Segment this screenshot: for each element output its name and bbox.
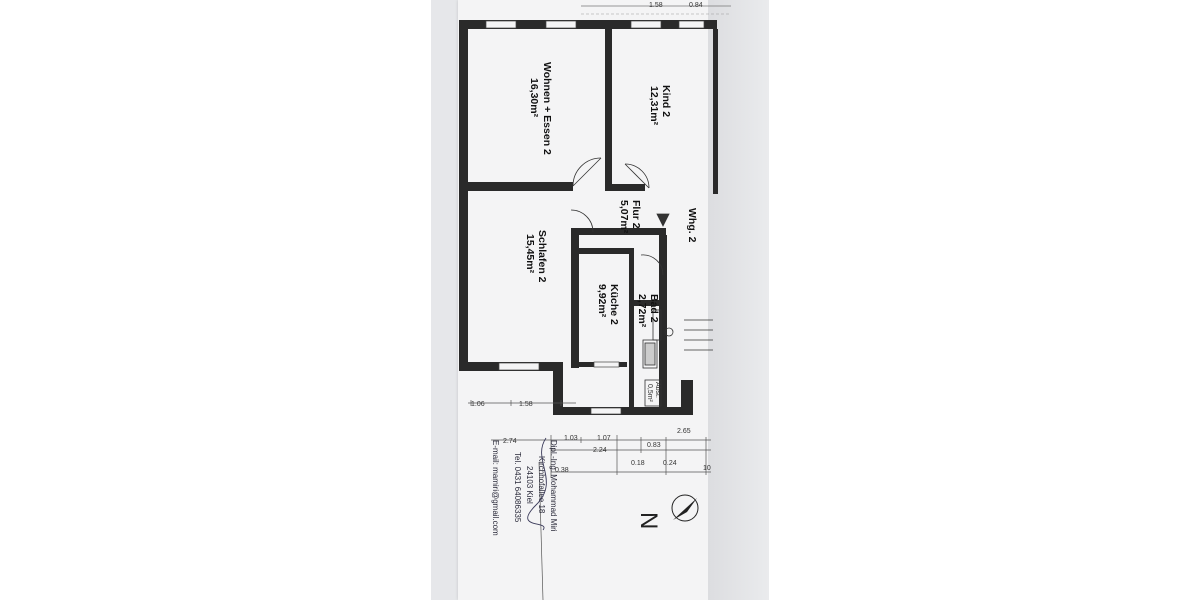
author-street: Kirchhofallee 18 <box>537 456 546 514</box>
dim-2-24: 2.24 <box>593 447 607 454</box>
dim-1-03: 1.03 <box>564 435 578 442</box>
room-bad-label: Bad 2 <box>648 294 660 323</box>
dim-2-65: 2.65 <box>677 428 691 435</box>
author-email: E-mail: mamiri@gmail.com <box>491 440 500 536</box>
dim-10: 10 <box>703 465 711 472</box>
room-schlafen-area: 15,45m² <box>524 234 536 274</box>
room-flur-area: 5,07m² <box>618 200 630 234</box>
dimension-labels: 1.06 1.58 2.74 1.03 1.07 2.65 2.24 0.83 … <box>471 401 711 474</box>
room-abst-label: Abst. <box>654 382 661 398</box>
room-abst-area: 0,5m² <box>646 384 653 403</box>
floor-plan-drawing: 1.58 0.84 <box>459 2 731 600</box>
paper-fold <box>708 0 769 600</box>
dim-0-18: 0.18 <box>631 460 645 467</box>
top-dimension-1: 1.58 <box>649 2 663 9</box>
dim-1-06: 1.06 <box>471 401 485 408</box>
room-kueche-area: 9,92m² <box>596 284 608 318</box>
top-dimension-2: 0.84 <box>689 2 703 9</box>
room-kueche: Küche 2 9,92m² <box>596 284 620 325</box>
dimension-lines <box>468 400 711 600</box>
room-kind-label: Kind 2 <box>660 85 672 117</box>
walls <box>459 20 718 415</box>
room-bad: Bad 2 2,72m² <box>636 294 660 328</box>
doors <box>570 157 670 276</box>
room-flur: Flur 2 5,07m² <box>618 200 642 234</box>
dim-0-83: 0.83 <box>647 442 661 449</box>
author-phone: Tel. 0431 64086335 <box>513 452 522 523</box>
north-arrow: N <box>635 494 699 529</box>
room-flur-label: Flur 2 <box>630 200 642 229</box>
dim-1-58: 1.58 <box>519 401 533 408</box>
author-city: 24103 Kiel <box>525 466 534 504</box>
dim-1-07: 1.07 <box>597 435 611 442</box>
top-dimension-strip: 1.58 0.84 <box>581 2 731 15</box>
room-kind-area: 12,31m² <box>648 86 660 126</box>
apartment-label: Whg. 2 <box>686 208 698 243</box>
room-bad-area: 2,72m² <box>636 294 648 328</box>
room-wohnen-area: 16,30m² <box>528 78 540 118</box>
room-kind: Kind 2 12,31m² <box>648 85 672 126</box>
room-schlafen-label: Schlafen 2 <box>536 230 548 283</box>
room-kueche-label: Küche 2 <box>608 284 620 325</box>
dim-0-24: 0.24 <box>663 460 677 467</box>
room-abst: Abst. 0,5m² <box>644 379 662 407</box>
author-name: Dipl.-Ing. Mohammad Miri <box>549 440 558 532</box>
author-stamp: Dipl.-Ing. Mohammad Miri Kirchhofallee 1… <box>491 437 558 536</box>
room-wohnen: Wohnen + Essen 2 16,30m² <box>528 62 553 155</box>
dim-2-74: 2.74 <box>503 438 517 445</box>
north-label: N <box>635 512 662 529</box>
room-schlafen: Schlafen 2 15,45m² <box>524 230 548 283</box>
room-wohnen-label: Wohnen + Essen 2 <box>541 62 553 155</box>
bathroom-fixtures <box>642 309 713 369</box>
dim-0-38: 0.38 <box>555 467 569 474</box>
signature-stroke <box>527 437 547 531</box>
windows <box>485 20 705 415</box>
